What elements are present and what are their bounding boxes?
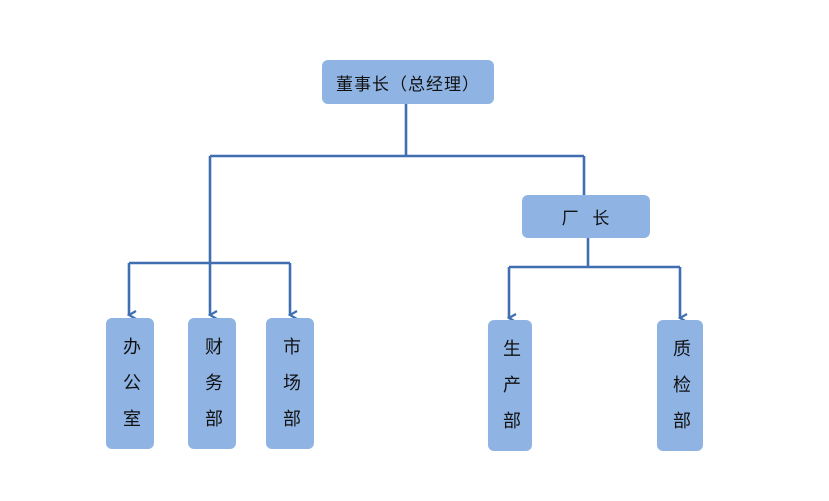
chairman-label: 董事长（总经理） xyxy=(336,74,480,95)
dept-production-box: 生产部 xyxy=(488,320,532,451)
dept-office-box: 办公室 xyxy=(106,318,154,449)
dept-qc-box: 质检部 xyxy=(657,320,703,451)
dept-production-label: 生产部 xyxy=(500,338,521,447)
dept-market-label: 市场部 xyxy=(280,336,301,445)
chairman-box: 董事长（总经理） xyxy=(322,60,494,104)
dept-qc-label: 质检部 xyxy=(670,338,691,447)
factory-head-label: 厂 长 xyxy=(561,209,611,229)
factory-head-box: 厂 长 xyxy=(522,195,650,238)
dept-market-box: 市场部 xyxy=(266,318,314,449)
dept-finance-box: 财务部 xyxy=(188,318,236,449)
dept-finance-label: 财务部 xyxy=(202,336,223,445)
dept-office-label: 办公室 xyxy=(120,336,141,445)
